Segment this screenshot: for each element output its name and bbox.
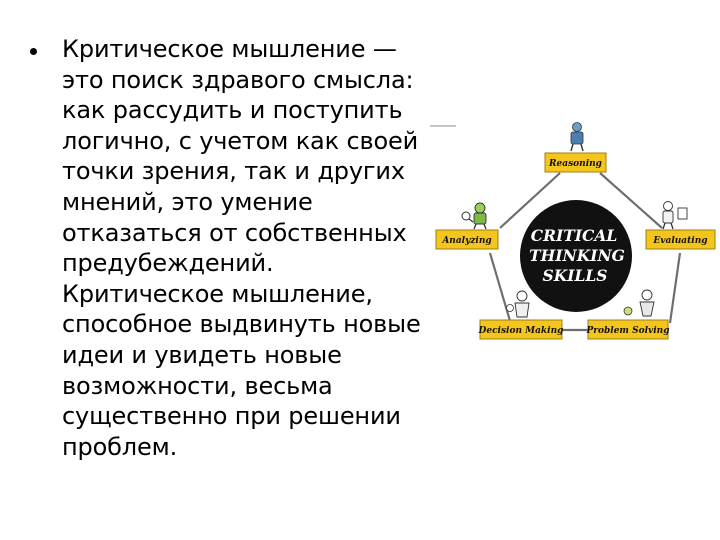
node-problem-solving-label: Problem Solving bbox=[585, 326, 669, 336]
evaluator-figure-icon bbox=[662, 201, 688, 230]
critical-thinking-diagram: CRITICAL THINKING SKILLS Reasoning Evalu… bbox=[430, 118, 720, 350]
center-label-line2: THINKING bbox=[529, 246, 625, 265]
node-evaluating-label: Evaluating bbox=[652, 236, 707, 246]
center-label-line3: SKILLS bbox=[543, 266, 608, 285]
node-analyzing: Analyzing bbox=[435, 229, 499, 250]
center-label-line1: CRITICAL bbox=[531, 226, 618, 245]
diagram-svg: CRITICAL THINKING SKILLS Reasoning Evalu… bbox=[430, 122, 716, 340]
decision-maker-figure-icon bbox=[506, 290, 530, 318]
node-problem-solving: Problem Solving bbox=[585, 319, 670, 340]
node-evaluating: Evaluating bbox=[645, 229, 716, 250]
node-decision-making: Decision Making bbox=[478, 319, 564, 340]
node-analyzing-label: Analyzing bbox=[441, 236, 491, 246]
node-decision-making-label: Decision Making bbox=[478, 326, 564, 336]
bullet-dot-icon bbox=[30, 48, 37, 55]
bullet-item: Критическое мышление — это поиск здравог… bbox=[30, 34, 430, 462]
analyst-figure-icon bbox=[461, 202, 487, 230]
problem-solver-figure-icon bbox=[623, 289, 655, 317]
node-reasoning: Reasoning bbox=[544, 152, 607, 173]
pentagon-lines bbox=[488, 172, 682, 332]
center-circle bbox=[520, 200, 632, 312]
node-reasoning-label: Reasoning bbox=[548, 159, 602, 169]
bullet-text: Критическое мышление — это поиск здравог… bbox=[62, 35, 421, 461]
thinker-figure-icon bbox=[570, 122, 584, 152]
